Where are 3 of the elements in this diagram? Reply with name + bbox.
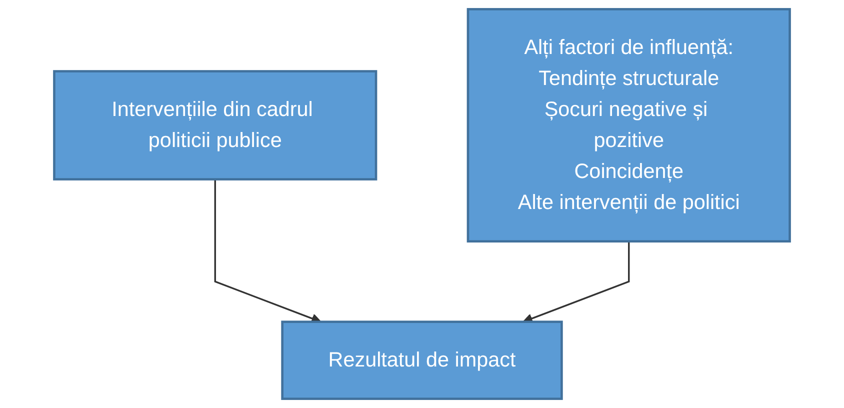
node-box: Intervențiile din cadrul politicii publice [53,70,378,180]
node-box: Alți factori de influență: Tendințe structurale Șocuri negative și pozitive Coincidențe Alte intervenții de politici [466,8,791,242]
node-box: Rezultatul de impact [281,320,563,400]
